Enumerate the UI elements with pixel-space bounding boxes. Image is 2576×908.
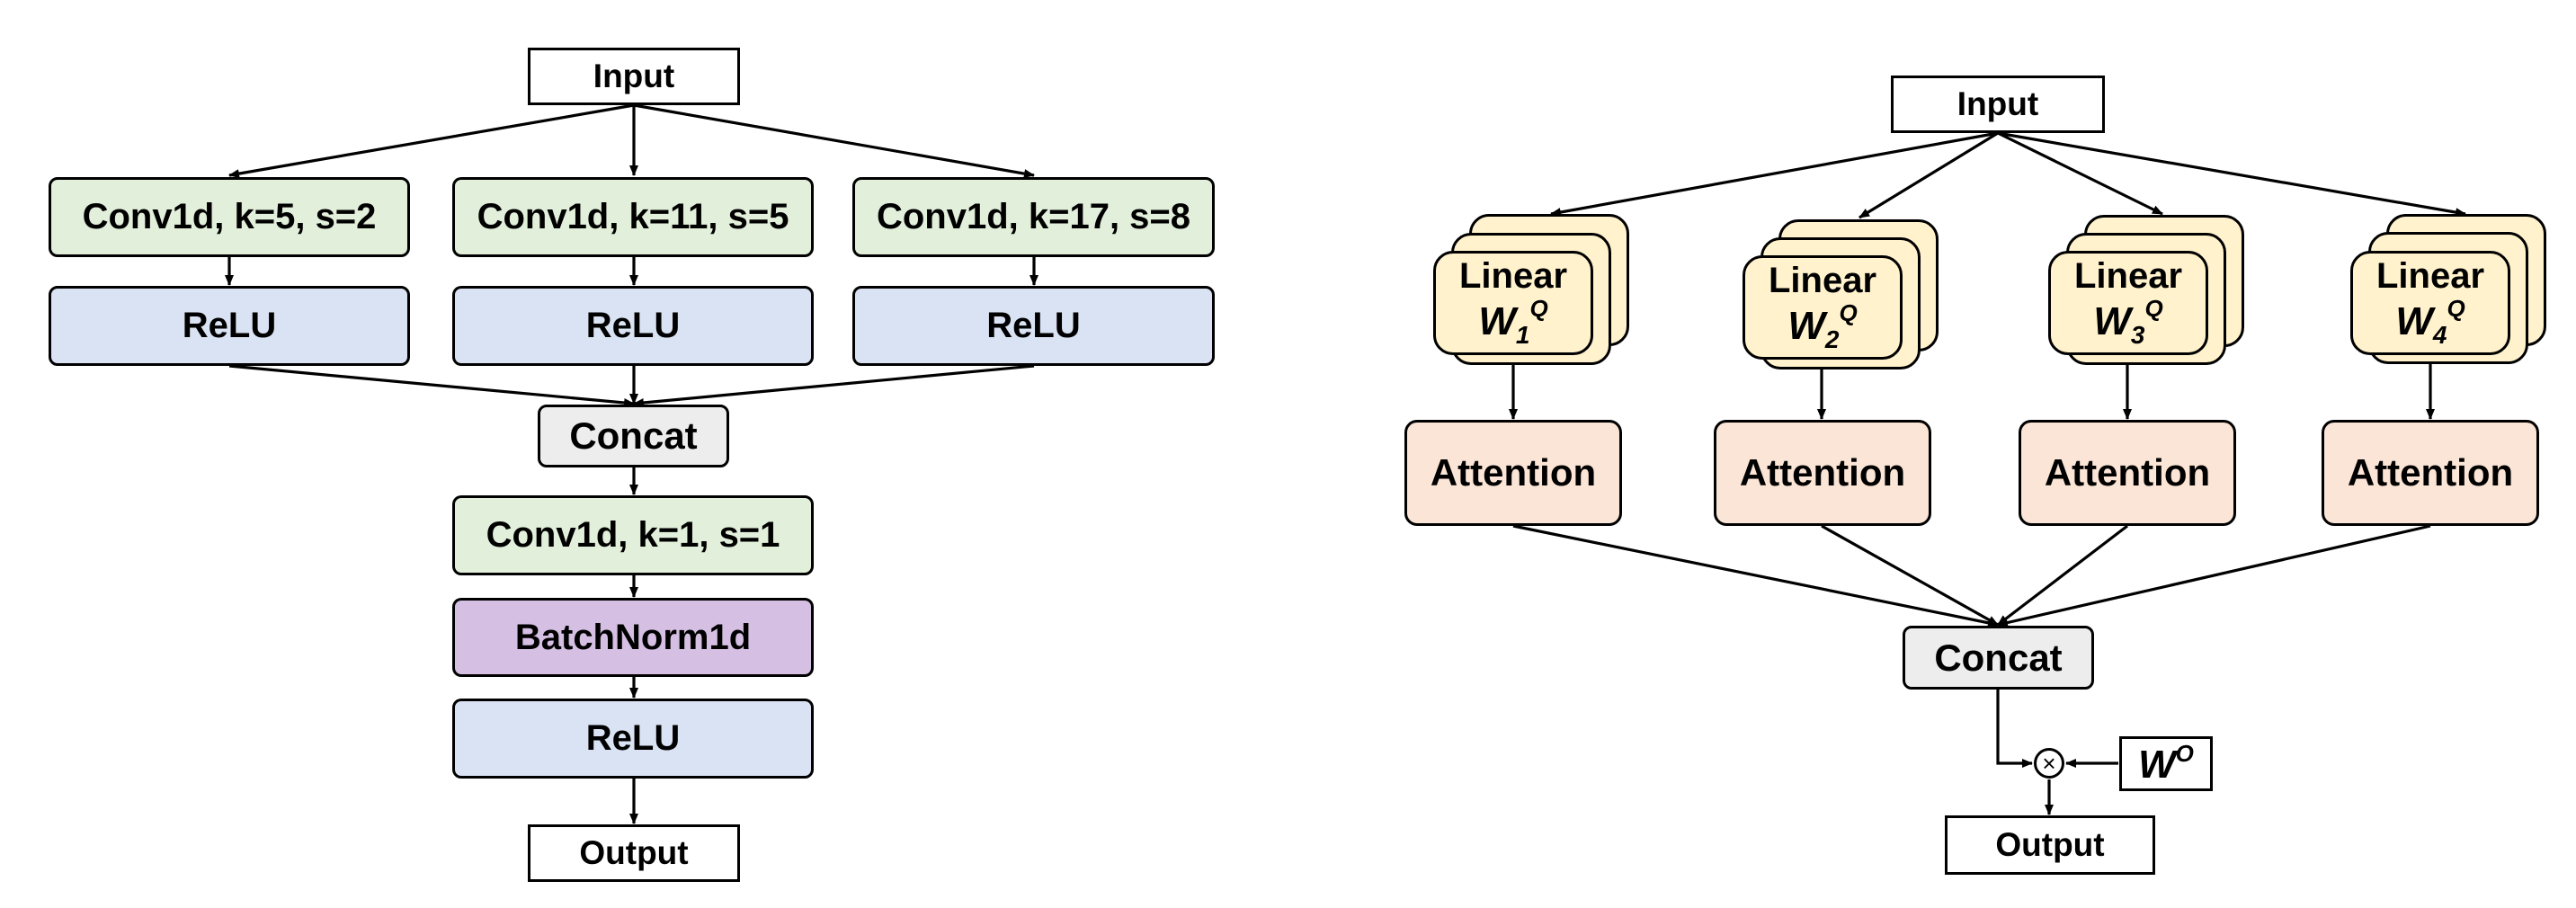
right-concat-label: Concat [1934, 636, 2063, 679]
conv-branch-3-node: Conv1d, k=17, s=8 [852, 177, 1215, 257]
left-output-label: Output [579, 834, 689, 871]
batchnorm-node: BatchNorm1d [452, 598, 814, 677]
attention-head-4-node: Attention [2322, 420, 2539, 526]
output-weight-node: WO [2119, 736, 2213, 791]
output-weight-symbol: W [2138, 743, 2176, 787]
attention-head-2-label: Attention [1739, 451, 1906, 494]
linear-head-2-weight-index: 2 [1824, 325, 1840, 353]
edge-relu1-to-concat [228, 364, 635, 407]
linear-head-1-weight-symbol: W [1478, 298, 1516, 343]
batchnorm-label: BatchNorm1d [514, 617, 752, 657]
linear-head-3-weight-symbol: W [2093, 298, 2131, 343]
edge-input-to-head1 [1550, 131, 1999, 217]
edge-input-to-head2 [1858, 131, 1999, 219]
linear-head-1-weight-index: 1 [1515, 320, 1530, 349]
linear-head-4-node: Linear W4Q [2350, 251, 2510, 355]
relu-final-label: ReLU [585, 718, 681, 758]
linear-head-4-weight: W4Q [2395, 296, 2465, 349]
linear-head-3-weight-index: 3 [2130, 320, 2145, 349]
linear-head-4-weight-sup: Q [2447, 294, 2465, 322]
right-input-label: Input [1957, 85, 2039, 122]
edge-input-to-head3 [1997, 131, 2163, 216]
left-input-label: Input [593, 58, 675, 94]
linear-head-3-weight: W3Q [2093, 296, 2162, 349]
edge-concat-to-multiply [1996, 690, 2033, 768]
right-output-node: Output [1945, 815, 2155, 875]
attention-head-3-label: Attention [2044, 451, 2211, 494]
linear-head-1-weight-sup: Q [1529, 294, 1548, 322]
attention-head-3-node: Attention [2019, 420, 2236, 526]
left-concat-label: Concat [569, 414, 698, 457]
edge-attention2-to-concat [1821, 524, 1999, 627]
linear-head-2-node: Linear W2Q [1743, 255, 1903, 360]
edge-input-to-conv1 [228, 103, 635, 179]
linear-head-4-weight-index: 4 [2432, 320, 2447, 349]
conv-branch-3-label: Conv1d, k=17, s=8 [876, 197, 1191, 236]
linear-head-2-weight-sup: Q [1839, 298, 1858, 326]
edge-attention3-to-concat [1997, 524, 2128, 627]
edge-relu3-to-concat [633, 364, 1035, 407]
output-weight-label: WO [2138, 740, 2194, 788]
linear-head-3-node: Linear W3Q [2048, 251, 2208, 355]
linear-head-3-label: Linear [2073, 255, 2183, 296]
linear-head-2-weight: W2Q [1787, 300, 1857, 353]
attention-head-2-node: Attention [1714, 420, 1931, 526]
relu-branch-3-node: ReLU [852, 286, 1215, 366]
linear-head-1-node: Linear W1Q [1433, 251, 1593, 355]
relu-branch-1-label: ReLU [182, 306, 277, 345]
multiply-operator-icon: × [2034, 748, 2064, 779]
edge-attention4-to-concat [1997, 524, 2431, 628]
multiply-operator-symbol: × [2042, 750, 2056, 777]
conv-branch-1-node: Conv1d, k=5, s=2 [49, 177, 410, 257]
output-weight-sup: O [2175, 740, 2194, 767]
conv-1x1-label: Conv1d, k=1, s=1 [486, 515, 780, 555]
relu-branch-3-label: ReLU [986, 306, 1081, 345]
linear-head-2-label: Linear [1768, 260, 1877, 300]
right-concat-node: Concat [1903, 626, 2094, 690]
linear-head-3-weight-sup: Q [2144, 294, 2163, 322]
right-output-label: Output [1995, 826, 2105, 863]
linear-head-1-label: Linear [1458, 255, 1568, 296]
relu-branch-2-label: ReLU [585, 306, 681, 345]
attention-head-1-label: Attention [1430, 451, 1597, 494]
relu-branch-2-node: ReLU [452, 286, 814, 366]
attention-head-4-label: Attention [2347, 451, 2514, 494]
linear-head-1-weight: W1Q [1478, 296, 1547, 349]
left-input-node: Input [528, 48, 740, 105]
linear-head-4-weight-symbol: W [2395, 298, 2433, 343]
edge-input-to-conv3 [633, 103, 1035, 179]
edge-attention1-to-concat [1512, 524, 1999, 628]
left-concat-node: Concat [538, 405, 729, 467]
edge-input-to-head4 [1997, 131, 2466, 218]
relu-final-node: ReLU [452, 699, 814, 779]
conv-branch-2-node: Conv1d, k=11, s=5 [452, 177, 814, 257]
conv-1x1-node: Conv1d, k=1, s=1 [452, 495, 814, 575]
left-output-node: Output [528, 824, 740, 882]
conv-branch-1-label: Conv1d, k=5, s=2 [82, 197, 377, 236]
relu-branch-1-node: ReLU [49, 286, 410, 366]
linear-head-2-weight-symbol: W [1787, 303, 1825, 348]
linear-head-4-label: Linear [2375, 255, 2485, 296]
right-input-node: Input [1891, 76, 2105, 133]
conv-branch-2-label: Conv1d, k=11, s=5 [477, 197, 789, 236]
attention-head-1-node: Attention [1404, 420, 1622, 526]
